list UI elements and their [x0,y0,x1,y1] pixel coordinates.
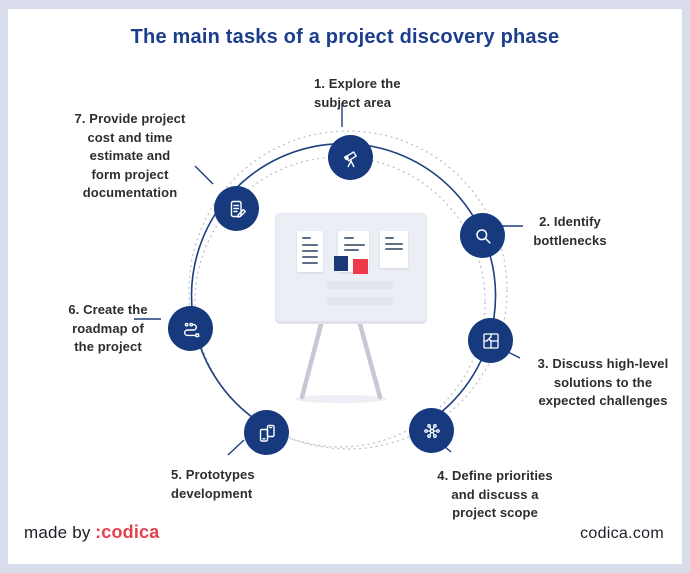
board-card-right [380,231,408,268]
card-line [302,250,318,252]
task-6-label: 6. Create the roadmap of the project [68,302,148,354]
easel-leg-left [299,310,327,400]
board-navy-square [334,256,348,271]
task-6-node [168,306,213,351]
card-line [302,262,318,264]
network-icon [423,423,440,438]
connector-task-5 [227,439,245,456]
magnifier-icon [475,228,491,244]
task-4-label: 4. Define priorities and discuss a proje… [437,468,553,520]
made-by-logo: made by :codica [24,522,159,543]
document-pen-icon [230,200,246,218]
board-card-left [297,231,323,272]
task-7-label: 7. Provide project cost and time estimat… [74,111,186,200]
easel-leg-right [354,310,383,400]
task-5-node [244,410,289,455]
card-line [385,248,403,250]
whiteboard [275,213,427,324]
dotted-circle-outer [188,130,508,450]
telescope-icon [343,150,357,167]
footer: made by :codica codica.com [24,522,664,543]
card-line [344,249,359,251]
connector-task-7 [194,165,214,185]
task-2-node [460,213,505,258]
card-line [302,237,311,239]
task-5-label: 5. Prototypes development [171,467,255,501]
task-7-node [214,186,259,231]
card-line [302,244,318,246]
roadmap-icon [183,322,199,337]
task-1-node [328,135,373,180]
board-bar [326,281,394,289]
card-line [302,256,318,258]
codica-logo: :codica [95,522,160,542]
page-title: The main tasks of a project discovery ph… [130,26,560,48]
infographic-body: The main tasks of a project discovery ph… [8,9,682,564]
card-line [385,243,403,245]
card-line [385,237,394,239]
board-red-square [353,259,368,274]
task-2-label: 2. Identify bottlenecks [533,214,607,248]
card-line [344,237,354,239]
task-1-label: 1. Explore the subject area [314,76,401,110]
task-4-node [409,408,454,453]
devices-icon [259,424,275,442]
task-3-node [468,318,513,363]
puzzle-icon [482,332,499,349]
easel-shadow [295,395,387,403]
task-3-label: 3. Discuss high-level solutions to the e… [537,356,669,408]
codica-url[interactable]: codica.com [580,525,664,542]
board-bar [326,297,394,305]
card-line [344,244,365,246]
made-by-text: made by [24,523,91,542]
